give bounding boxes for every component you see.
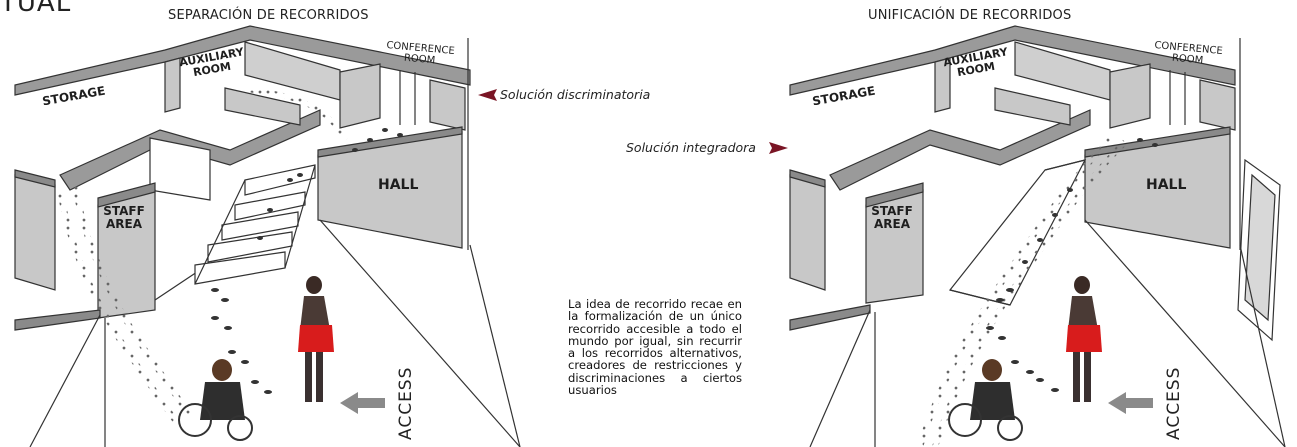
footprints-right	[986, 138, 1158, 392]
right-floorplan	[789, 25, 1286, 447]
corner-text: TUAL	[0, 0, 72, 18]
wheelchair-user-right	[948, 359, 1023, 441]
access-label-right: ACCESS	[1164, 366, 1184, 440]
person-standing-left	[298, 276, 334, 402]
room-label-hall: HALL	[378, 177, 419, 193]
footprints-left	[211, 128, 403, 394]
left-floorplan	[14, 25, 521, 447]
left-panel-title: SEPARACIÓN DE RECORRIDOS	[168, 8, 369, 23]
right-panel-title: UNIFICACIÓN DE RECORRIDOS	[868, 8, 1072, 23]
marker-arrow-integradora	[769, 142, 788, 154]
annotation-integradora: Solución integradora	[626, 140, 756, 155]
room-label-staff: STAFF AREA	[103, 204, 145, 231]
room-label-hall-right: HALL	[1146, 177, 1187, 193]
room-label-staff-right: STAFF AREA	[871, 204, 913, 231]
description-text: La idea de recorrido recae en la formali…	[568, 297, 742, 398]
annotation-discriminatoria: Solución discriminatoria	[500, 87, 651, 102]
access-label-left: ACCESS	[396, 366, 416, 440]
marker-arrow-discriminatoria	[478, 89, 497, 101]
person-standing-right	[1066, 276, 1102, 402]
access-arrow-left	[340, 392, 385, 414]
access-arrow-right	[1108, 392, 1153, 414]
wheelchair-user-left	[178, 359, 253, 441]
